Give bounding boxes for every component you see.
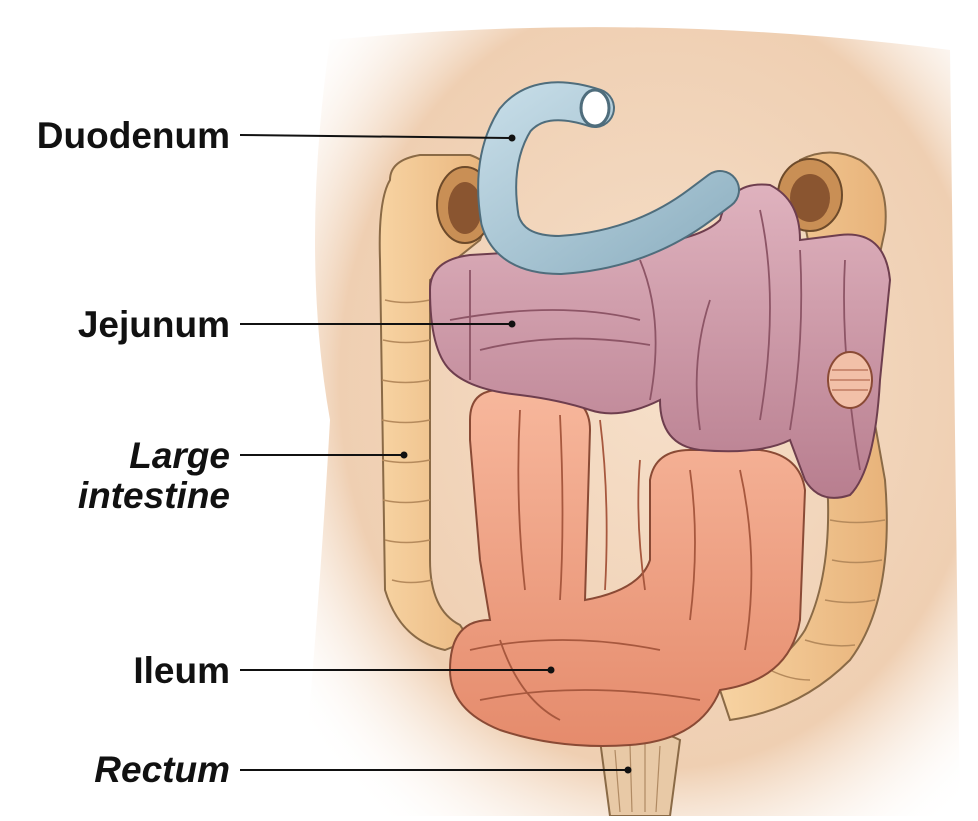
ileum-label: Ileum bbox=[133, 651, 230, 691]
jejunum-label: Jejunum bbox=[78, 305, 230, 345]
duodenum-label: Duodenum bbox=[37, 116, 230, 156]
large-intestine-label-line2: intestine bbox=[78, 476, 230, 516]
rectum-label: Rectum bbox=[94, 750, 230, 790]
large-intestine-label-line1: Large bbox=[129, 436, 230, 476]
duodenum-opening bbox=[581, 90, 609, 126]
